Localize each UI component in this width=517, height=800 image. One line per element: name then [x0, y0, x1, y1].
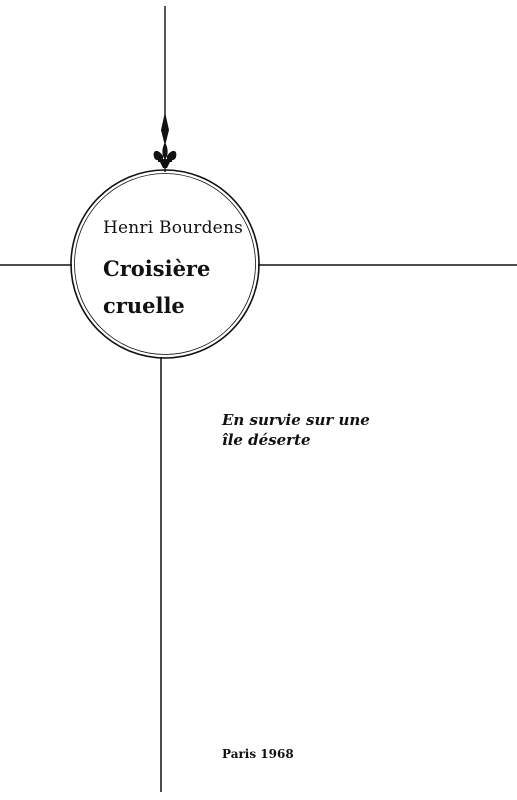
spear-tip	[161, 112, 169, 146]
book-title-line-2: cruelle	[103, 293, 185, 318]
subtitle-line-1: En survie sur une	[222, 411, 370, 429]
fleur-de-lis-icon	[153, 142, 177, 168]
author-name: Henri Bourdens	[103, 218, 244, 238]
circle-frame-inner	[74, 173, 256, 355]
circle-frame-outer	[70, 169, 260, 359]
subtitle: En survie sur une île déserte	[222, 410, 370, 450]
publication-imprint: Paris 1968	[222, 747, 294, 761]
subtitle-line-2: île déserte	[222, 431, 311, 449]
book-title-line-1: Croisière	[103, 256, 211, 281]
